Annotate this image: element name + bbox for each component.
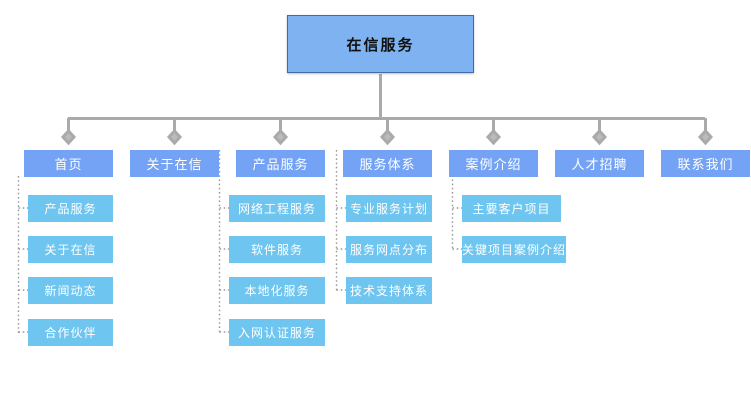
leaf-node-label: 关键项目案例介绍 — [462, 243, 567, 257]
branch-node-recruitment[interactable]: 人才招聘 — [555, 150, 644, 177]
branch-node-products[interactable]: 产品服务 — [236, 150, 325, 177]
dotted-connectors-home — [17, 176, 28, 333]
branch-node-cases[interactable]: 案例介绍 — [449, 150, 538, 177]
leaf-node-products-4[interactable]: 入网认证服务 — [229, 319, 325, 346]
branch-node-label: 产品服务 — [252, 158, 309, 173]
branch-drops — [60, 118, 714, 146]
branch-node-label: 服务体系 — [359, 158, 416, 173]
dotted-connectors-products — [218, 150, 229, 333]
branch-node-service-system[interactable]: 服务体系 — [343, 150, 432, 177]
branch-node-label: 关于在信 — [146, 158, 203, 173]
leaf-node-home-3[interactable]: 新闻动态 — [28, 277, 113, 304]
leaf-node-home-4[interactable]: 合作伙伴 — [28, 319, 113, 346]
leaf-node-label: 本地化服务 — [244, 284, 310, 298]
leaf-node-service-3[interactable]: 技术支持体系 — [346, 277, 432, 304]
leaf-node-label: 网络工程服务 — [237, 202, 316, 216]
leaf-node-cases-1[interactable]: 主要客户项目 — [462, 195, 561, 222]
leaf-node-label: 产品服务 — [44, 202, 97, 216]
leaf-node-service-2[interactable]: 服务网点分布 — [346, 236, 432, 263]
branch-node-label: 首页 — [54, 158, 83, 173]
leaf-node-products-2[interactable]: 软件服务 — [229, 236, 325, 263]
leaf-node-label: 软件服务 — [250, 243, 303, 257]
root-node-label: 在信服务 — [346, 35, 415, 54]
leaf-node-label: 入网认证服务 — [237, 326, 316, 340]
dotted-connectors-service — [335, 150, 346, 292]
branch-node-about[interactable]: 关于在信 — [130, 150, 219, 177]
branch-node-label: 案例介绍 — [465, 158, 522, 173]
leaf-node-label: 技术支持体系 — [349, 284, 428, 298]
leaf-node-products-1[interactable]: 网络工程服务 — [229, 195, 325, 222]
leaf-node-label: 主要客户项目 — [472, 202, 551, 216]
root-node[interactable]: 在信服务 — [287, 15, 474, 73]
leaf-node-label: 合作伙伴 — [44, 326, 97, 340]
branch-node-contact[interactable]: 联系我们 — [661, 150, 750, 177]
branch-node-label: 联系我们 — [677, 158, 734, 173]
leaf-node-home-1[interactable]: 产品服务 — [28, 195, 113, 222]
branch-node-label: 人才招聘 — [571, 158, 628, 173]
leaf-node-cases-2[interactable]: 关键项目案例介绍 — [462, 236, 566, 263]
branch-node-home[interactable]: 首页 — [24, 150, 113, 177]
leaf-node-label: 服务网点分布 — [349, 243, 428, 257]
leaf-node-service-1[interactable]: 专业服务计划 — [346, 195, 432, 222]
leaf-node-home-2[interactable]: 关于在信 — [28, 236, 113, 263]
leaf-node-label: 专业服务计划 — [349, 202, 428, 216]
leaf-node-label: 新闻动态 — [44, 284, 97, 298]
leaf-node-label: 关于在信 — [44, 243, 97, 257]
leaf-node-products-3[interactable]: 本地化服务 — [229, 277, 325, 304]
